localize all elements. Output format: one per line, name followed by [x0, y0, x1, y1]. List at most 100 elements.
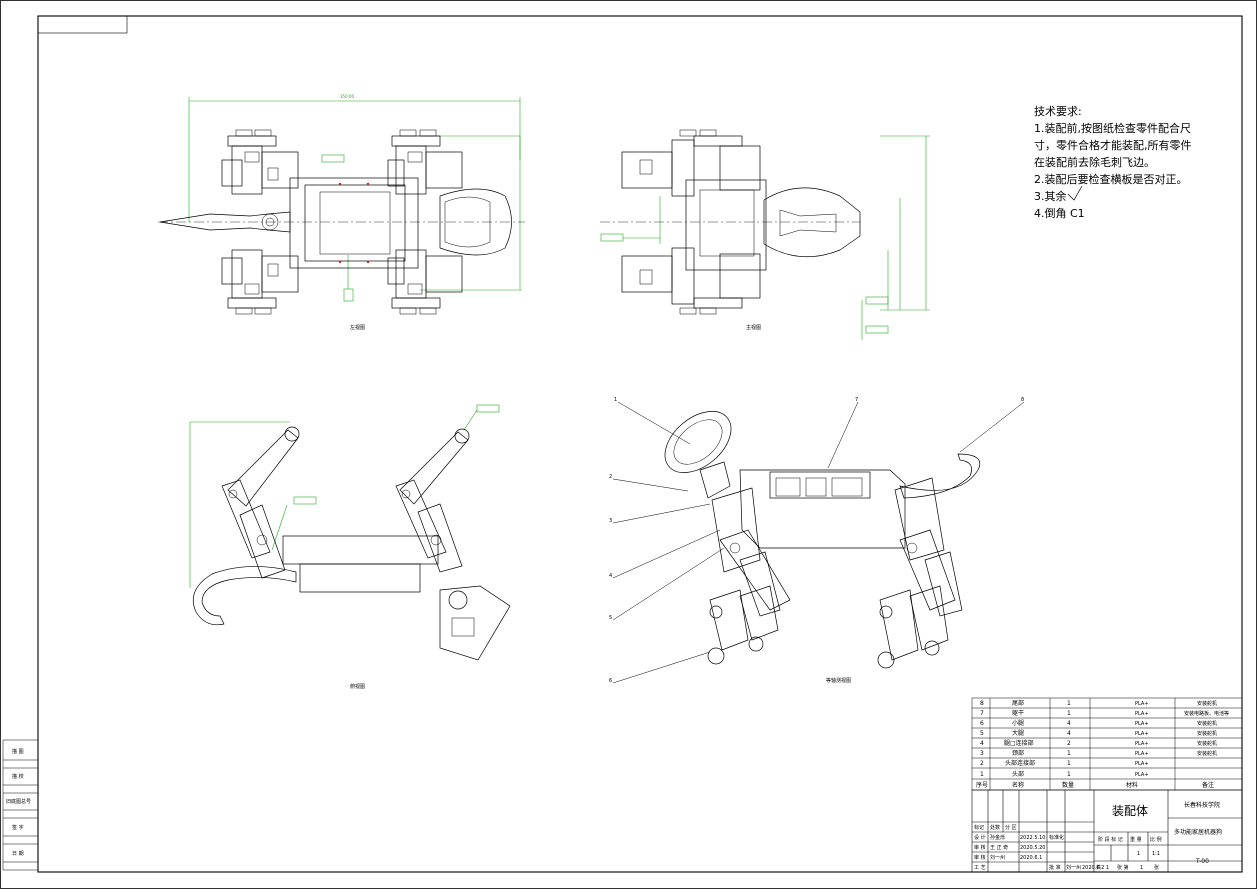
view-bottom-left: 俯视图: [189, 404, 511, 690]
bom-cell-no: 4: [980, 740, 984, 747]
drawing-number: T-00: [1195, 858, 1209, 865]
bom-cell-qty: 1: [1067, 700, 1071, 707]
design-label: 设 计: [974, 834, 986, 841]
bom-cell-name: 头部连接部: [1005, 759, 1035, 767]
process-label: 工 艺: [974, 865, 986, 871]
bom-row: 3 颈部 1 PLA+ 安装舵机: [980, 749, 1217, 757]
sheet-qty: 1: [1137, 851, 1140, 857]
bom-cell-no: 5: [980, 730, 984, 737]
balloon-2: 2: [609, 474, 612, 480]
bom-row: 4 腿□连接部 2 PLA+ 安装舵机: [980, 739, 1217, 747]
bom-row: 2 头部连接部 1 PLA+: [980, 759, 1149, 767]
weight-label: 重 量: [1130, 836, 1142, 843]
balloon-7: 7: [855, 397, 858, 403]
tech-req-line-6: 4.倒角 C1: [1034, 207, 1085, 220]
bom-cell-no: 8: [980, 700, 984, 707]
top-view-label: 左视图: [350, 324, 365, 331]
check-label: 审 核: [974, 844, 986, 851]
bom-cell-remark: 安装舵机: [1197, 720, 1217, 727]
bom-row: 5 大腿 4 PLA+ 安装舵机: [980, 729, 1217, 737]
bom-cell-no: 2: [980, 760, 984, 767]
strip-label-sign: 签 字: [12, 824, 24, 831]
bom-cell-material: PLA+: [1135, 731, 1149, 737]
sheets-index-label: 张 第: [1117, 864, 1129, 871]
balloon-4: 4: [609, 573, 612, 579]
bom-cell-qty: 1: [1067, 760, 1071, 767]
tech-req-line-1: 1.装配前,按图纸检查零件配合尺: [1034, 121, 1191, 135]
bom-cell-name: 尾部: [1012, 699, 1024, 707]
roughness-symbol-icon: [1067, 185, 1083, 201]
strip-label-trace: 描 图: [12, 748, 24, 755]
strip-label-old-drawing: 旧底图总号: [6, 798, 31, 805]
bom-header-name: 名称: [1012, 781, 1024, 789]
front-view-label: 主视图: [746, 324, 761, 331]
approve-date: 2020.6.2: [1082, 865, 1104, 871]
checker-name: 王 正 奇: [990, 844, 1008, 851]
bom-cell-material: PLA+: [1135, 761, 1149, 767]
tech-req-line-2: 寸，零件合格才能装配,所有零件: [1034, 138, 1192, 152]
title-block: 装配体 长春科技学院 多功能家居机器狗 T-00 阶 段 标 记 重 量 比 例…: [971, 789, 1243, 873]
bom-cell-name: 颈部: [1012, 749, 1024, 757]
school-name: 长春科技学院: [1184, 801, 1220, 809]
bom-cell-no: 3: [980, 750, 984, 757]
scale-value: 1:1: [1152, 851, 1160, 857]
overall-length-dimension: 350.00: [340, 94, 354, 99]
sheets-total-label: 共: [1096, 864, 1101, 871]
bom-row: 7 躯干 1 PLA+ 安装电路板、电池等: [980, 709, 1229, 717]
scale-label: 比 例: [1150, 836, 1162, 843]
view-top-left: 350.00: [158, 94, 525, 331]
bom-header-remark: 备注: [1202, 781, 1214, 789]
sheets-suffix: 张: [1154, 864, 1159, 871]
bom-cell-remark: 安装舵机: [1197, 700, 1217, 707]
bom-cell-remark: 安装舵机: [1197, 730, 1217, 737]
drawing-title: 装配体: [1112, 804, 1148, 818]
bom-row: 8 尾部 1 PLA+ 安装舵机: [980, 699, 1217, 707]
bom-cell-no: 7: [980, 710, 984, 717]
bom-cell-remark: 安装电路板、电池等: [1184, 710, 1229, 717]
bom-header-qty: 数量: [1062, 781, 1074, 789]
bom-cell-qty: 4: [1067, 720, 1071, 727]
balloon-1: 1: [614, 397, 617, 403]
view-isometric: 1 2 3 4 5 6 7 8: [609, 397, 1024, 684]
drawing-code-box: [37, 15, 128, 34]
reviewer-name: 刘一州: [990, 854, 1005, 861]
design-date: 2022.5.10: [1020, 835, 1045, 841]
review-date: 2020.6.1: [1020, 855, 1042, 861]
bom-cell-remark: 安装舵机: [1197, 740, 1217, 747]
bom-cell-name: 大腿: [1012, 729, 1024, 737]
sheets-index: 1: [1140, 865, 1143, 871]
header-mark: 标记: [974, 824, 984, 831]
bom-cell-material: PLA+: [1135, 741, 1149, 747]
approver-name: 刘一州: [1066, 864, 1081, 871]
standardization-label: 标准化: [1049, 834, 1064, 841]
bom-row: 1 头部 1 PLA+: [980, 770, 1149, 778]
view-top-right: 主视图: [600, 129, 930, 340]
bom-cell-name: 头部: [1012, 770, 1024, 778]
bom-cell-qty: 1: [1067, 710, 1071, 717]
bom-cell-qty: 1: [1067, 750, 1071, 757]
bom-header-material: 材料: [1126, 781, 1138, 789]
review-label: 审 核: [974, 854, 986, 861]
bom-cell-material: PLA+: [1135, 701, 1149, 707]
side-view-label: 俯视图: [350, 683, 365, 690]
header-count: 处数: [990, 824, 1000, 831]
tech-req-line-3: 在装配前去除毛刺飞边。: [1034, 155, 1155, 169]
balloon-3: 3: [609, 518, 612, 524]
iso-view-label: 等轴测视图: [826, 677, 851, 684]
bom-cell-name: 腿□连接部: [1004, 739, 1034, 747]
bom-table: 8 尾部 1 PLA+ 安装舵机 7 躯干 1 PLA+ 安装电路板、电池等 6…: [971, 697, 1243, 791]
bom-cell-qty: 4: [1067, 730, 1071, 737]
tech-req-line-4: 2.装配后要检查横板是否对正。: [1034, 172, 1188, 186]
product-name: 多功能家居机器狗: [1174, 828, 1222, 836]
bom-cell-name: 躯干: [1012, 709, 1024, 717]
bom-cell-material: PLA+: [1135, 711, 1149, 717]
bom-cell-qty: 2: [1067, 740, 1071, 747]
bom-cell-material: PLA+: [1135, 721, 1149, 727]
bom-cell-name: 小腿: [1012, 719, 1024, 727]
balloon-6: 6: [609, 678, 612, 684]
header-zone: 分 区: [1005, 824, 1017, 831]
tech-req-heading: 技术要求:: [1034, 105, 1082, 118]
strip-label-trace-check: 描 校: [12, 773, 24, 780]
bom-cell-no: 6: [980, 720, 984, 727]
